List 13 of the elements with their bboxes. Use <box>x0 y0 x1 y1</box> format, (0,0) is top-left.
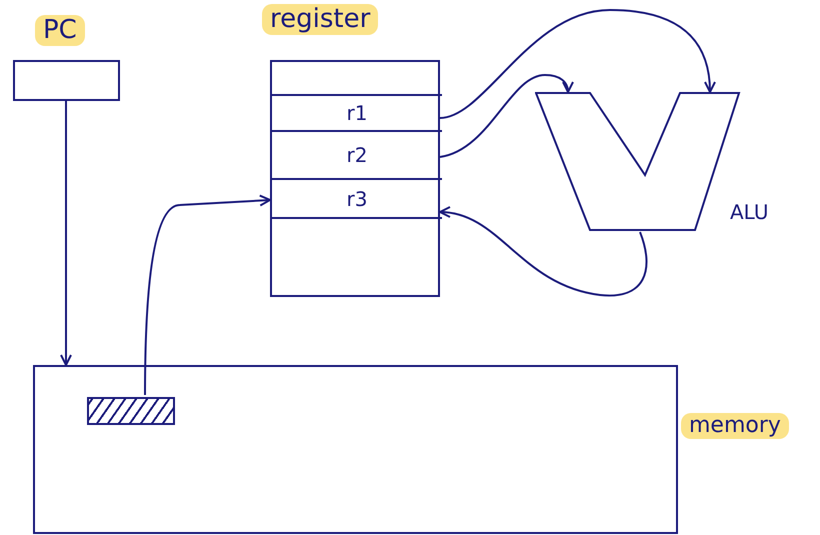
arrow <box>440 74 574 158</box>
hatched-cell <box>87 397 175 425</box>
heading-label: memory <box>681 413 789 440</box>
alu-label: ALU <box>730 200 768 224</box>
arrow <box>144 194 271 395</box>
arrow <box>440 9 716 119</box>
register-row: r1 <box>272 94 442 132</box>
heading-label: PC <box>35 15 85 46</box>
register-row: r2 <box>272 132 442 180</box>
arrow <box>60 101 72 366</box>
heading-label: register <box>262 4 378 36</box>
arrow <box>439 207 648 296</box>
register-row: r3 <box>272 180 442 219</box>
